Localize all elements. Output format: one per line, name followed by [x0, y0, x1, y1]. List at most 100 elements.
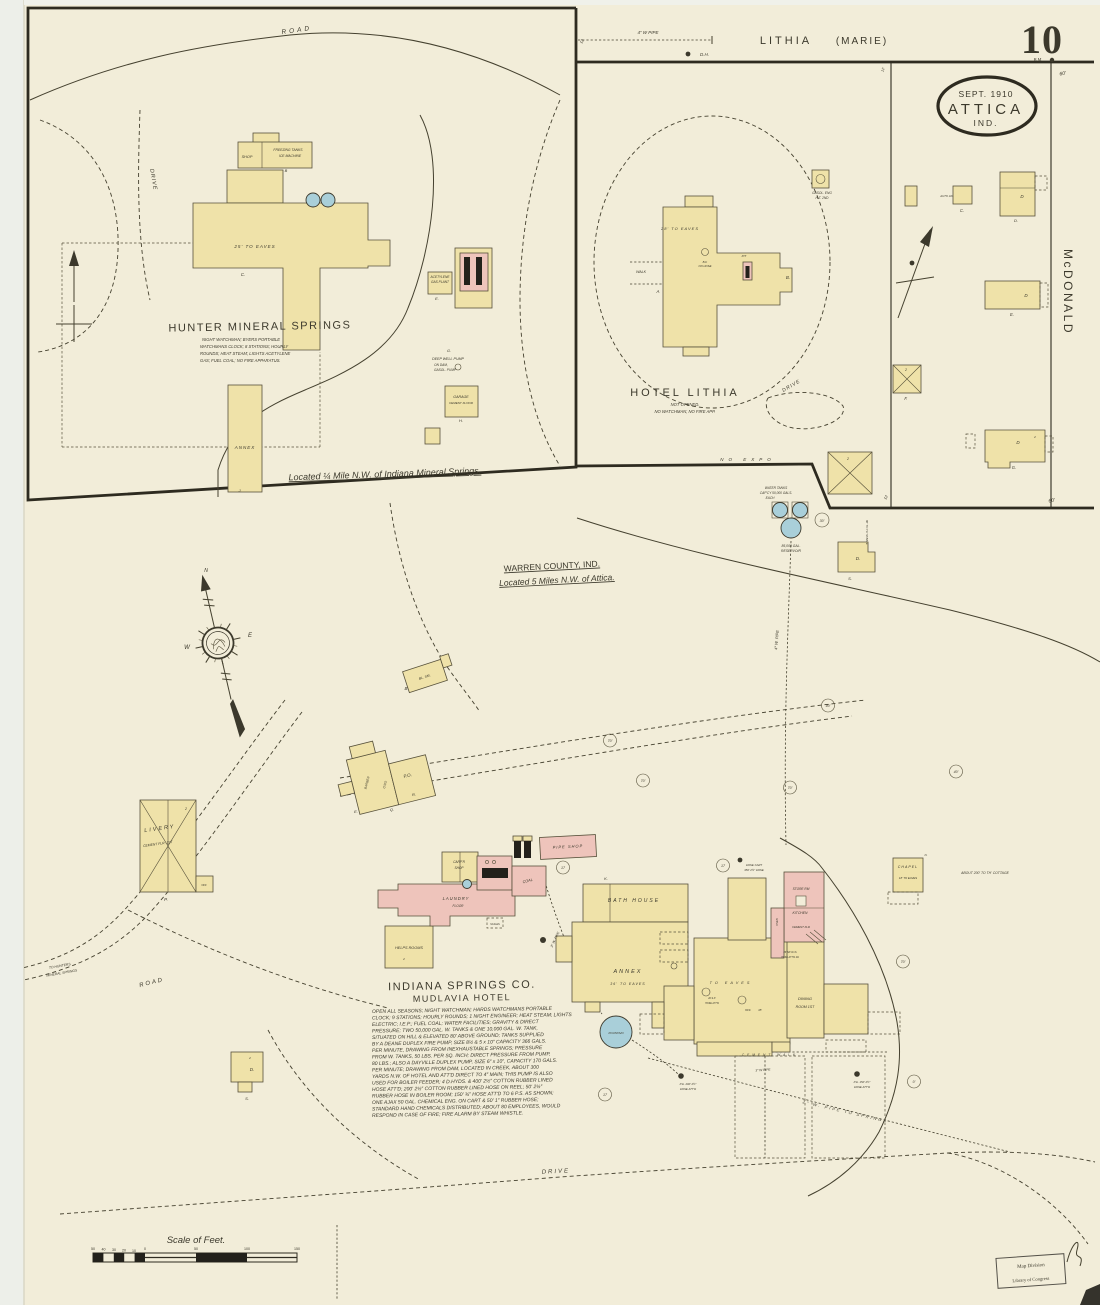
compass-w: W [184, 645, 191, 651]
garage [444, 385, 479, 418]
fuel-tank [514, 841, 521, 858]
hunter-north-wing [226, 169, 284, 204]
desc: RUBBER HOSE IN BOILER ROOM; 150' ¾″ HOSE… [372, 1090, 554, 1099]
bldg-letter: D. [1014, 218, 1018, 223]
dim: 12 [578, 38, 585, 45]
hunter-note: NIGHT WATCHMAN; BYERS PORTABLE [202, 337, 280, 342]
bldg-letter: S. [848, 576, 852, 581]
bldg-label: GASOL. ENG [812, 191, 832, 195]
desc: OPEN ALL SEASONS; NIGHT WATCHMAN; HARDS … [372, 1006, 553, 1015]
walk-label: CEMENT WALK [742, 1053, 798, 1057]
pipe-label: 4″ W. PIPE [773, 630, 780, 650]
bldg-label: CHAPEL [898, 865, 918, 869]
drinking-hydrant-dot [685, 51, 691, 57]
hydrant-label: HOSE ATT'D [854, 1085, 870, 1089]
dim: 12 [882, 494, 889, 501]
bldg-label: COAL [522, 878, 533, 885]
hunter-mineral-springs-complex [61, 132, 493, 493]
note: TO HUNTERS [49, 962, 72, 970]
scale-tick: 0 [144, 1247, 146, 1251]
loc-stamp: Library of Congress [1012, 1276, 1049, 1284]
bldg-label: TO EAVES [710, 981, 753, 985]
outbuilding [424, 427, 441, 445]
bldg-label: SCALES [490, 923, 500, 926]
bldg-letter: P. [164, 897, 168, 902]
marker: 70' [641, 779, 646, 783]
hunter-note: ROUNDS; HEAT STEAM; LIGHTS ACETYLENE [200, 351, 290, 356]
scale-tick: 20 [122, 1249, 126, 1253]
scale-bar [92, 1252, 298, 1263]
mcdonald-street-block [837, 171, 1054, 573]
desc: PRESSURE; TWO 50,000 GAL. W. TANKS & ONE… [372, 1026, 538, 1035]
bldg-label: LIVERY [144, 824, 176, 834]
private-hydrant [854, 1071, 860, 1077]
note: ABOUT 200' TO TH' COTTAGE [960, 871, 1009, 875]
reservoir-85000 [780, 517, 802, 539]
reservoir-label: 85,000 GAL. [781, 544, 800, 548]
water-tank-50000 [792, 502, 808, 518]
scale-tick: 50 [91, 1247, 95, 1251]
bldg-label: HOSE ATT'D 2D [781, 956, 799, 959]
bldg-letter: 2 [904, 368, 907, 372]
compass-n: N [204, 568, 208, 574]
boiler [476, 257, 482, 285]
court-outline [811, 1055, 886, 1159]
stable-note: 80' TO TH' STABLE [865, 520, 869, 545]
scale-tick: 150 [294, 1247, 300, 1251]
springs-title: INDIANA SPRINGS CO. [388, 979, 536, 994]
bldg-letter: N. [925, 853, 928, 857]
bldg-label: AUTO HO. [939, 194, 954, 198]
desc: PER MINUTE, DRAWING FROM INEXHAUSTABLE S… [372, 1045, 543, 1054]
bldg-label: GAS PLANT [431, 280, 450, 284]
livery-office [195, 875, 214, 893]
fountain-label: FOUNTAIN [608, 1031, 624, 1035]
bldg-label: 25' TO EAVES [233, 244, 275, 249]
store-room-kitchen [783, 871, 825, 943]
bldg-letter: E. [435, 296, 439, 301]
post-office-cluster [337, 740, 437, 815]
walk [630, 261, 663, 285]
water-feature [701, 248, 709, 256]
dwelling-southwest [230, 1051, 264, 1083]
deep-well-pump [454, 363, 462, 371]
stamp-state: IND. [974, 118, 999, 128]
bldg-label: P.O. [403, 772, 412, 779]
water-tank-50000 [772, 502, 788, 518]
auto-house [952, 185, 973, 205]
dim: 45' [758, 1008, 762, 1012]
bldg-letter: 2 [184, 807, 187, 811]
street-mcdonald: McDONALD [1061, 249, 1075, 335]
bldg-letter: 2 [248, 1056, 251, 1060]
scan-edge-left [0, 0, 24, 1305]
scan-edge-top [24, 0, 1100, 5]
bldg-label: NO HOSE [699, 264, 712, 268]
drive-label: DRIVE [542, 1168, 571, 1175]
water-tanks-label: WATER TANKS [765, 486, 788, 490]
no-expo: NO EXPO [720, 457, 776, 462]
dwelling-d [999, 171, 1036, 217]
bldg-label: 26' SP. D'LS [782, 951, 797, 954]
bldg-label: OVEN [775, 918, 779, 925]
lithia-note: NO WATCHMAN; NO FIRE APP. [654, 409, 715, 414]
bldg-label: 18' TO EAVES [899, 876, 917, 880]
bldg-label: DINING [798, 996, 812, 1001]
hydrant-label: D.H. [700, 52, 709, 57]
bldg-label: 26 S.P. [707, 997, 716, 1000]
bldg-label: BL. SM. [418, 673, 431, 681]
desc: BY A DEANE DUPLEX FIRE PUMP, SIZE 8½ & 5… [372, 1037, 547, 1047]
freezing-tanks-building [237, 141, 313, 169]
bldg-label: WALK [636, 270, 647, 274]
distance-marker [814, 512, 830, 528]
bldg-label: SHOP [242, 155, 253, 159]
water-pipe-2in [647, 1057, 1011, 1153]
note: MINERAL SPRINGS [46, 968, 78, 977]
bldg-label: CARP'R [453, 860, 465, 864]
bldg-letter: D [1024, 293, 1028, 298]
bldg-label: SHOP [454, 866, 464, 870]
bldg-letter: B [285, 168, 288, 173]
desc: ELECTRIC; I.E.P.; FUEL COAL; WATER FACIL… [372, 1019, 540, 1028]
scan-corner-dark [1080, 1284, 1100, 1305]
bath-house [582, 883, 689, 923]
bldg-letter: Q. [390, 807, 394, 812]
